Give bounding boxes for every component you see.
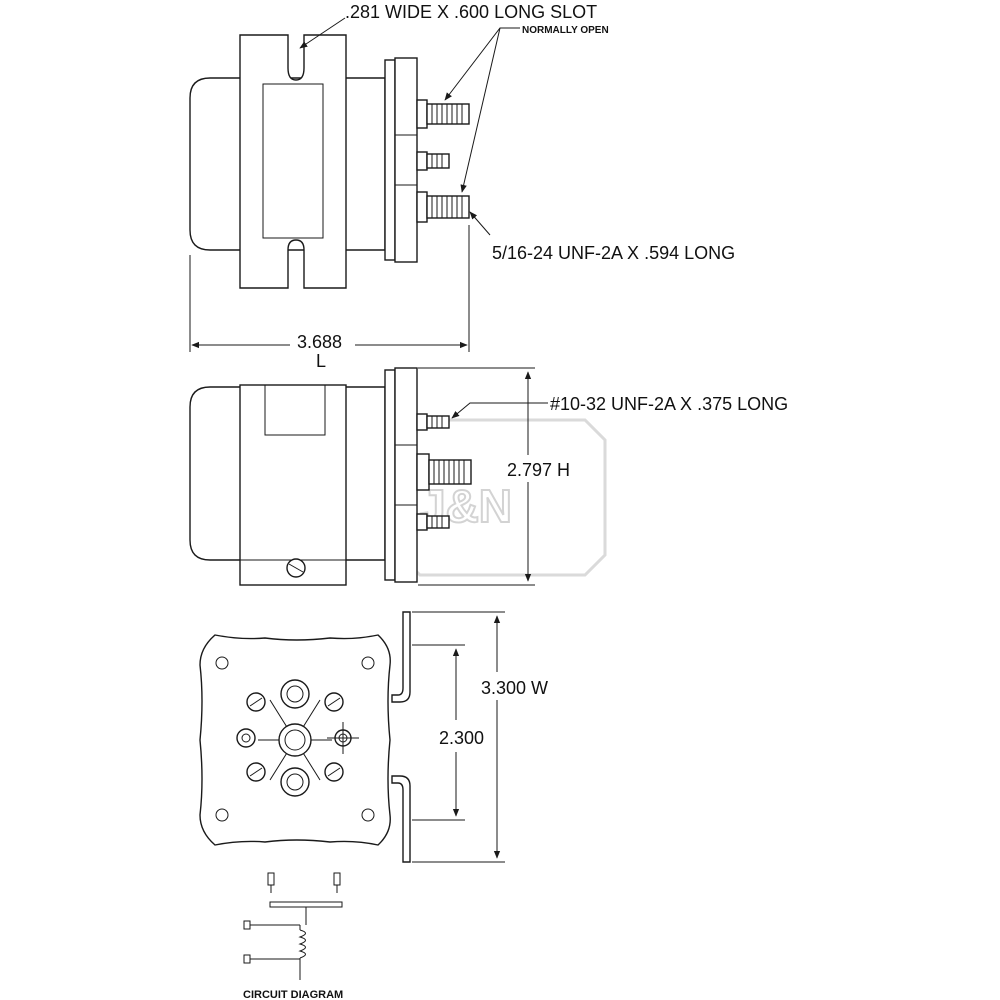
side-view <box>189 367 548 586</box>
terminal-bottom-icon <box>280 767 310 797</box>
side-bracket-lower <box>391 775 411 863</box>
main-stud-side <box>416 453 472 491</box>
mount-hole-icon <box>361 808 375 822</box>
circuit-diagram <box>243 872 343 980</box>
screw-terminals <box>236 692 344 782</box>
small-stud-top <box>416 151 450 171</box>
small-stud-side-lower <box>416 513 450 531</box>
side-bracket-upper <box>391 611 411 703</box>
width-label: 3.300 W <box>481 678 548 698</box>
end-view <box>199 611 505 863</box>
mount-hole-icon <box>215 656 229 670</box>
end-cap-top <box>384 59 396 261</box>
main-stud-lower <box>416 191 470 223</box>
mounting-bracket-top <box>239 34 347 289</box>
slot-label: .281 WIDE X .600 LONG SLOT <box>345 2 597 22</box>
small-stud-label: #10-32 UNF-2A X .375 LONG <box>550 394 788 414</box>
length-letter-label: L <box>316 351 326 371</box>
terminal-top-icon <box>280 679 310 709</box>
circuit-diagram-label: CIRCUIT DIAGRAM <box>243 989 343 1000</box>
normally-open-label: NORMALLY OPEN <box>522 25 609 36</box>
length-value-label: 3.688 <box>297 332 342 352</box>
bracket-window-top <box>262 83 324 239</box>
end-cap-side <box>384 369 396 581</box>
mount-hole-icon <box>215 808 229 822</box>
main-stud-upper <box>416 99 470 129</box>
small-stud-side-upper <box>416 413 450 431</box>
center-boss <box>278 723 312 757</box>
terminal-plate-top <box>394 57 418 263</box>
mount-spacing-label: 2.300 <box>439 728 484 748</box>
height-label: 2.797 H <box>507 460 570 480</box>
jn-watermark: J&N <box>398 418 607 577</box>
mount-hole-icon <box>361 656 375 670</box>
main-stud-label: 5/16-24 UNF-2A X .594 LONG <box>492 243 735 263</box>
top-view <box>189 17 520 352</box>
mounting-bracket-side <box>239 384 347 586</box>
terminal-plate-side <box>394 367 418 583</box>
